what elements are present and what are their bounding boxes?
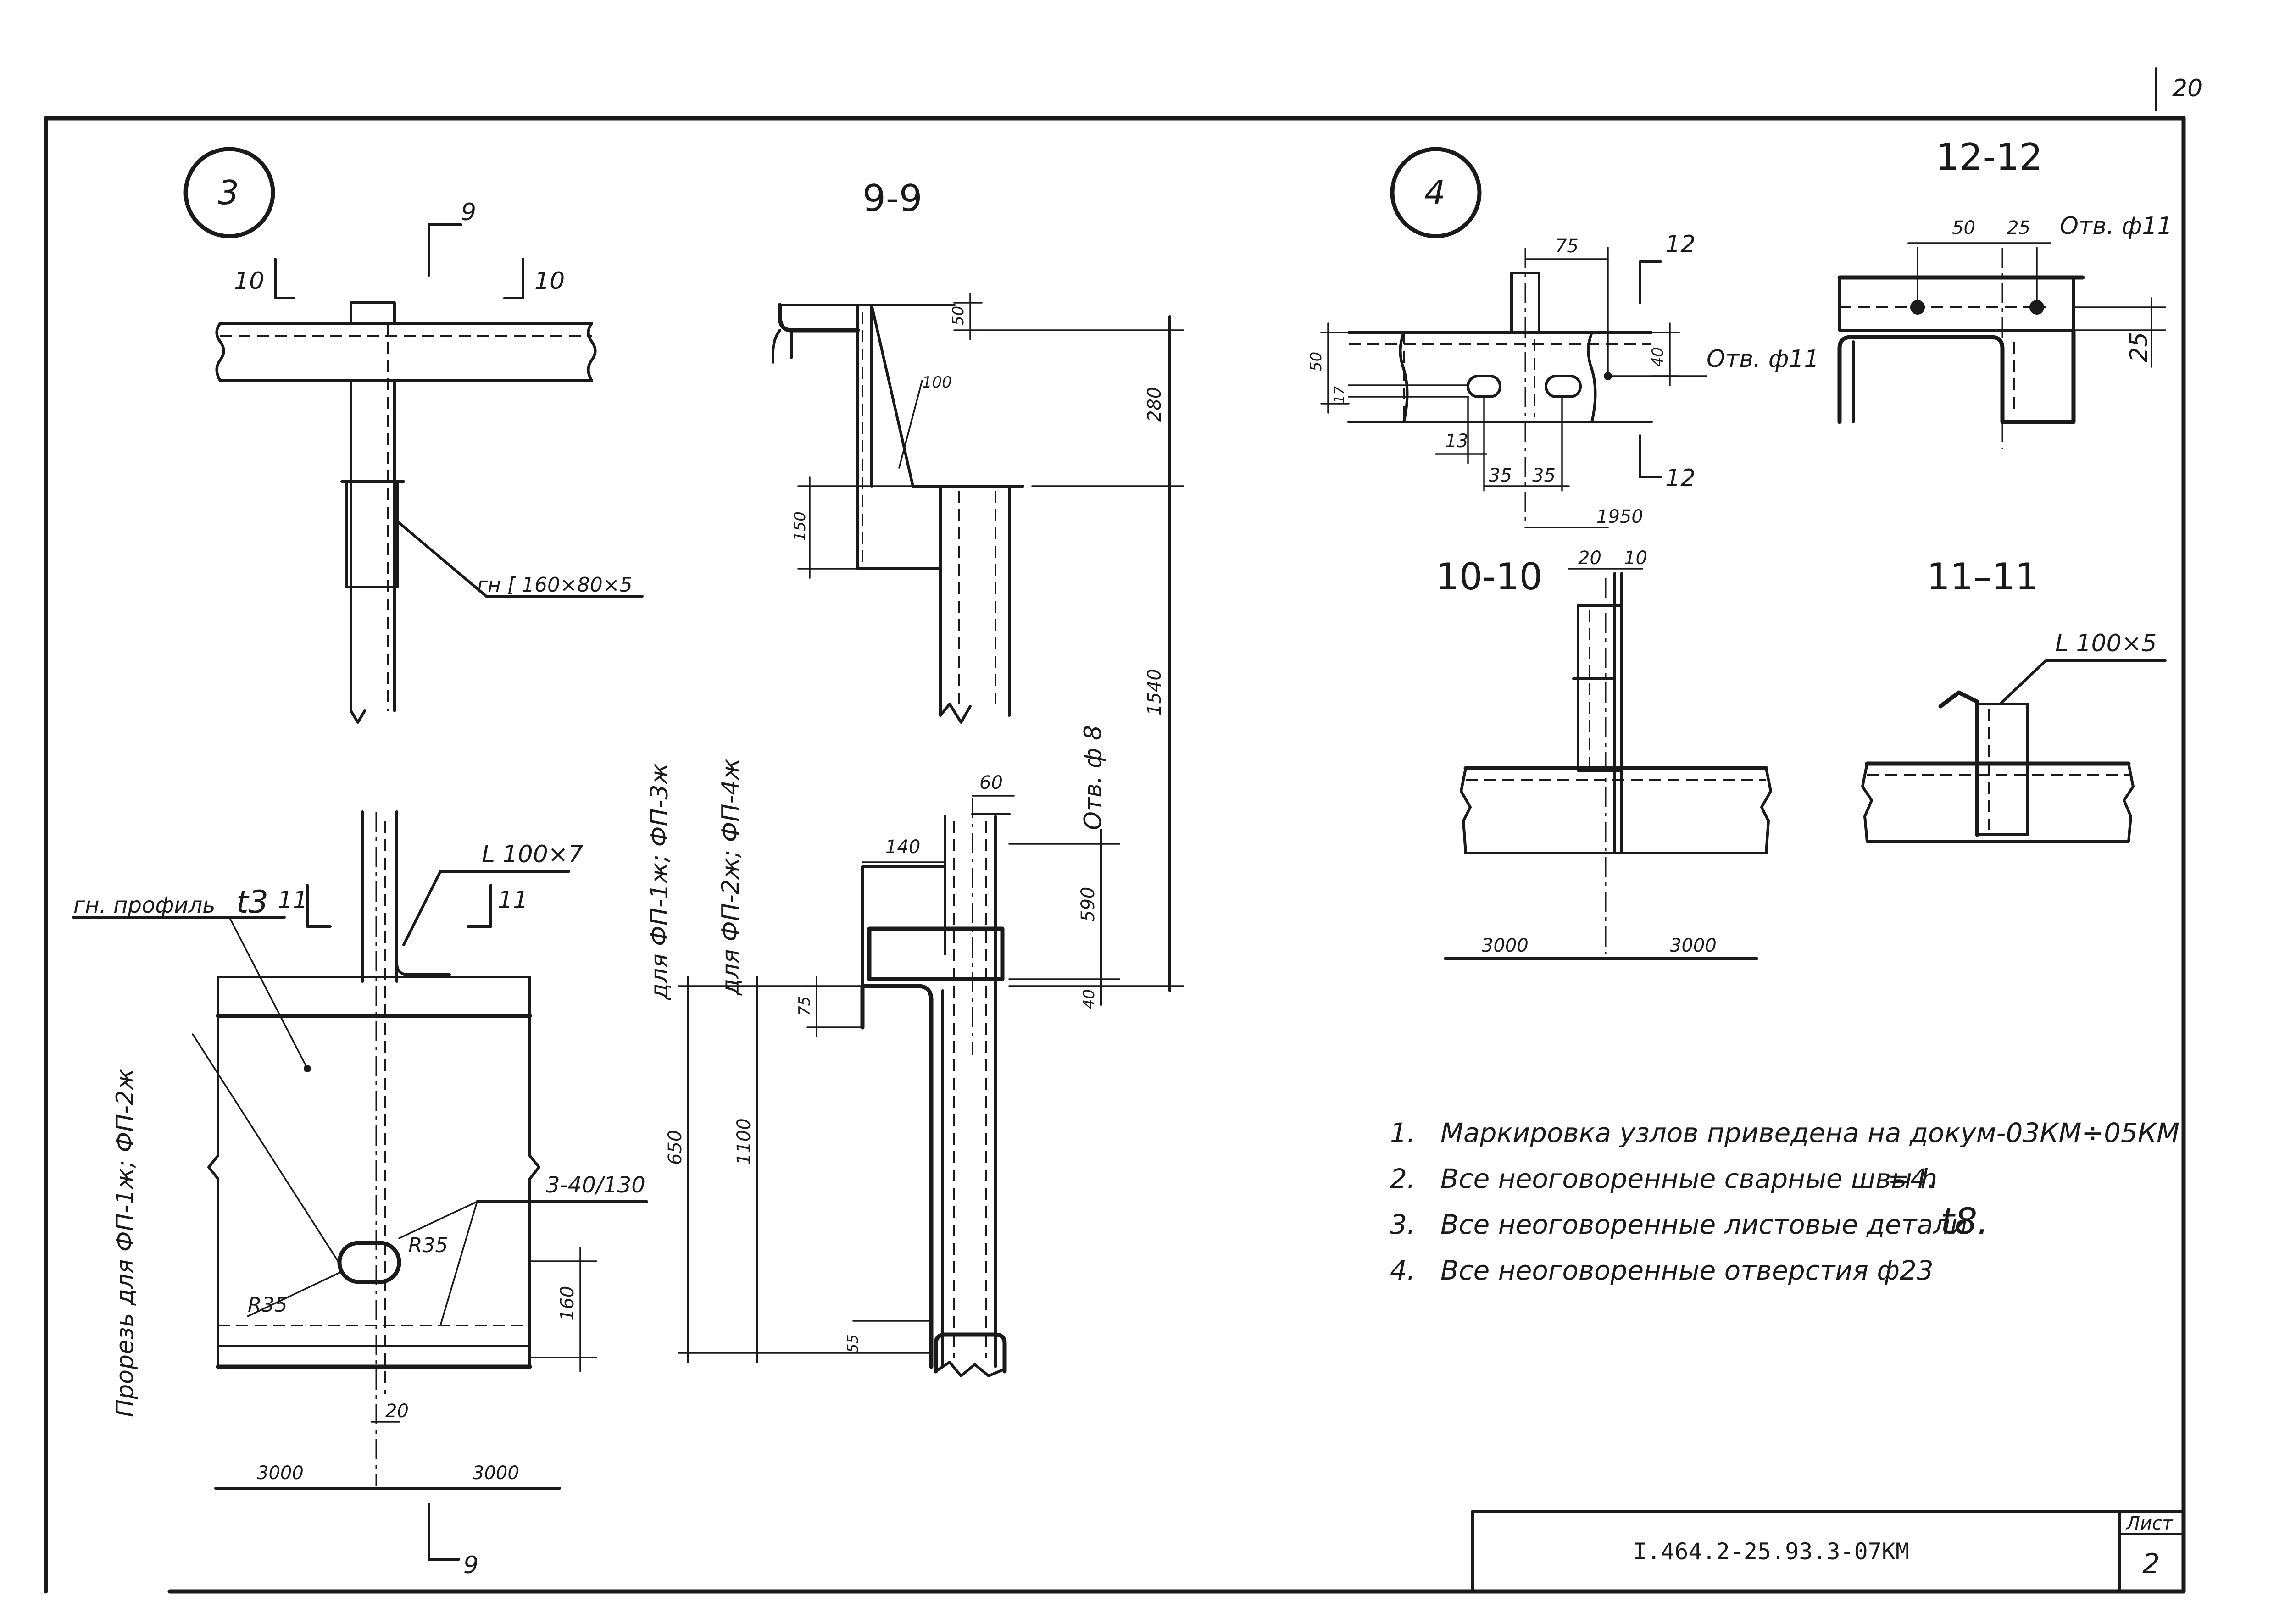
dim-3000-right-label: 3000 [473,1463,519,1484]
dim-55-label: 55 [844,1334,862,1353]
cut-9-top-label: 9 [461,199,476,226]
cut-10-left-label: 10 [234,267,264,295]
section10-dim-10-label: 10 [1624,548,1647,569]
note-2-number: 2. [1390,1163,1415,1194]
dim-1100-label: 1100 [734,1118,755,1165]
dim-280-label: 280 [1144,387,1165,422]
node4-dim-50-label: 50 [1307,352,1325,371]
section9-note-b: для ФП-2ж; ФП-4ж [717,759,745,996]
section11-angle-label: L 100×5 [2055,630,2157,657]
dim-140-label: 140 [885,837,920,858]
section-9-title: 9-9 [862,177,923,220]
dim-40-label: 40 [1080,989,1098,1009]
profile-label: гн. профиль [73,892,216,918]
dim-150-label: 150 [791,511,809,541]
dim-160-label: 160 [557,1286,578,1321]
node-4: 4 75 12 50 17 40 [1307,147,1819,528]
section-12-12: 12-12 50 25 Отв. ф11 25 [1837,136,2173,449]
node-3-marker-label: 3 [218,173,239,212]
section12-dim-50-label: 50 [1952,217,1975,238]
radius-right-label: R35 [408,1234,448,1257]
section10-dim-3000-right-label: 3000 [1670,935,1717,956]
node4-dim-13-label: 13 [1445,431,1468,452]
slot-opening [337,1241,401,1284]
dim-75-label: 75 [795,996,814,1016]
dim-20-label: 20 [385,1401,409,1422]
dim-1540-label: 1540 [1144,669,1165,715]
note-1-text: Маркировка узлов приведена на докум-03КМ… [1440,1117,2179,1148]
title-block: I.464.2-25.93.3-07KM Лист 2 [1471,1510,2185,1593]
cut-10-right-label: 10 [534,267,565,295]
note-2-text: Все неоговоренные сварные швы h [1440,1163,1937,1194]
node4-dim-35b-label: 35 [1532,465,1556,486]
node4-dim-35a-label: 35 [1489,465,1512,486]
note-2-suffix: =4. [1888,1163,1935,1194]
dim-60-label: 60 [979,772,1003,793]
node-3-marker [183,147,275,238]
section10-dim-3000-left-label: 3000 [1482,935,1529,956]
dim-50-label: 50 [949,306,967,326]
general-notes: 1. Маркировка узлов приведена на докум-0… [1390,1117,2179,1286]
cut-12-top-label: 12 [1665,231,1696,258]
note-3-suffix: t8. [1940,1201,1989,1242]
sheet-frame: 20 [44,67,2202,1594]
note-3-number: 3. [1390,1209,1415,1240]
hole-8-label: Отв. ф 8 [1079,725,1107,830]
list-label: Лист [2125,1513,2174,1534]
channel-label: гн [ 160×80×5 [477,573,633,597]
profile-thickness: t3 [236,884,268,920]
dim-650-label: 650 [665,1130,686,1165]
section12-hole-label: Отв. ф11 [2060,212,2173,240]
node4-dim-1950-label: 1950 [1596,506,1643,527]
dim-3000-left-label: 3000 [257,1463,304,1484]
slot-label: Прорезь для ФП-1ж; ФП-2ж [111,1069,139,1417]
dim-590-label: 590 [1078,887,1099,922]
cut-9-bottom-label: 9 [463,1552,478,1579]
section-10-title: 10-10 [1436,555,1542,598]
page-number: 20 [2172,75,2202,102]
node-3: 3 9 10 10 гн [ 160×80×5 [72,147,648,1579]
node4-dim-40-label: 40 [1649,347,1667,367]
node-4-marker-label: 4 [1424,173,1445,212]
section-11-11: 11–11 L 100×5 [1861,555,2167,843]
node-4-marker [1390,147,1482,238]
section9-note-a: для ФП-1ж; ФП-3ж [646,763,673,1000]
node4-hole-label: Отв. ф11 [1707,345,1819,373]
cut-11-right-label: 11 [498,887,528,914]
section12-dim-25-top-label: 25 [2007,217,2030,238]
section-11-title: 11–11 [1927,555,2039,598]
cut-12-bottom-label: 12 [1665,465,1696,492]
note-4-text: Все неоговоренные отверстия ф23 [1440,1255,1934,1286]
node4-dim-75-label: 75 [1555,236,1579,257]
section10-dim-20-label: 20 [1578,548,1601,569]
node4-dim-17-label: 17 [1332,386,1348,404]
bolt-label: 3-40/130 [546,1172,645,1198]
section-10-10: 10-10 20 10 3000 3000 [1436,548,1772,960]
section-12-title: 12-12 [1936,136,2042,178]
section12-dim-25-side-label: 25 [2125,332,2153,362]
list-number: 2 [2142,1548,2160,1580]
angle-label: L 100×7 [482,841,583,868]
note-3-text: Все неоговоренные листовые детали [1440,1209,1968,1240]
stamp-code: I.464.2-25.93.3-07KM [1633,1538,1909,1565]
section-9-9: 9-9 100 50 280 1540 150 [646,177,1184,1377]
cut-11-left-label: 11 [278,887,308,914]
note-4-number: 4. [1390,1255,1415,1286]
dim-100-label: 100 [922,373,952,392]
note-1-number: 1. [1390,1117,1415,1148]
